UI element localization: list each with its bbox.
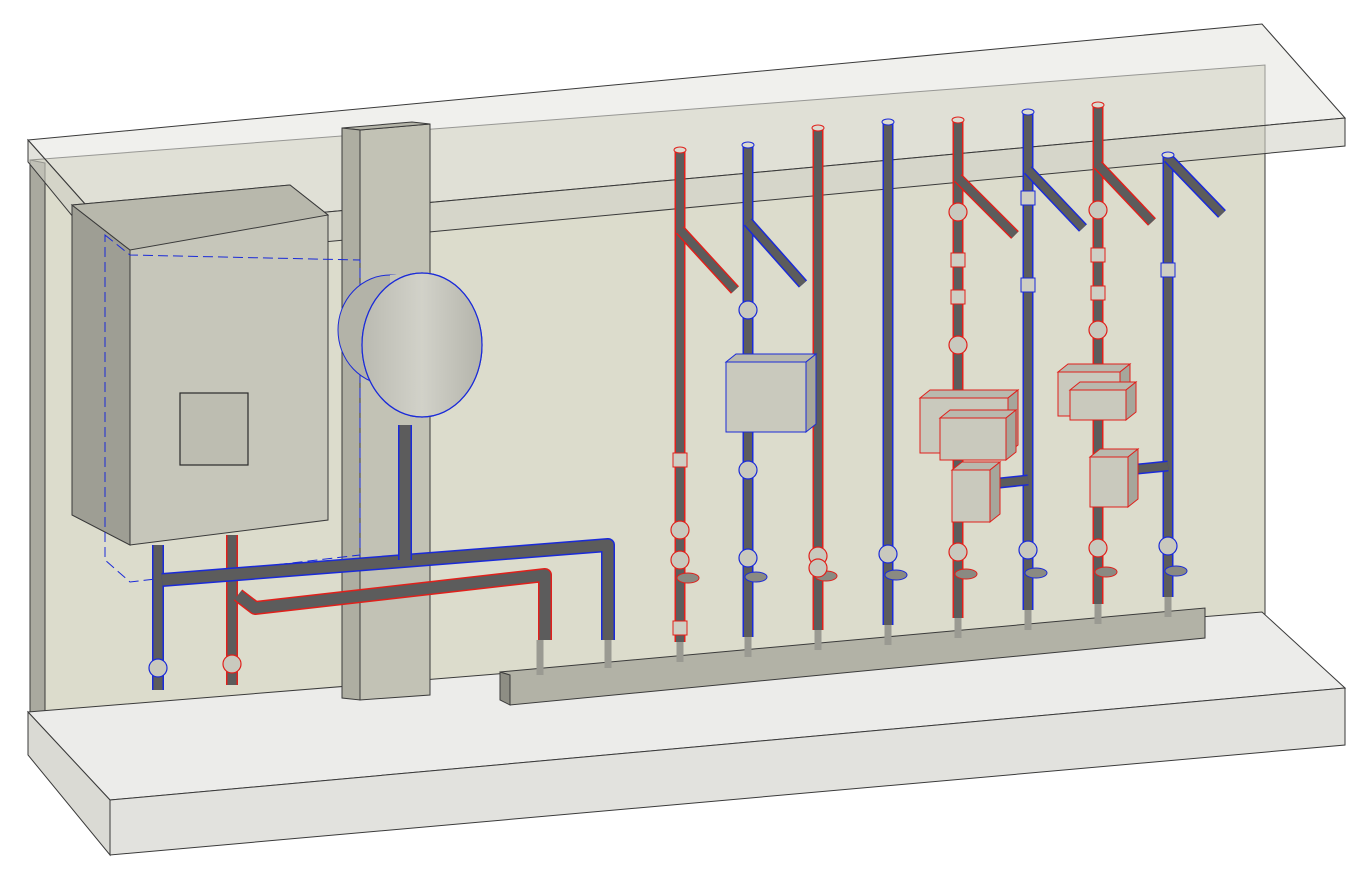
boiler-cabinet[interactable] xyxy=(70,184,361,583)
manifold-header xyxy=(499,607,1206,706)
riser-fitting-2 xyxy=(1088,320,1108,340)
pump-4-side xyxy=(1127,447,1139,509)
pump-4 xyxy=(1089,456,1129,508)
branch-0 xyxy=(677,227,738,293)
riser-fitting-6 xyxy=(738,300,758,320)
pump-1 xyxy=(725,361,807,433)
inline-valve-0 xyxy=(672,452,688,468)
branch-5 xyxy=(1165,155,1225,217)
riser-handle-r5 xyxy=(954,568,978,580)
inline-valve-3 xyxy=(950,289,966,305)
branch-2 xyxy=(955,175,1018,238)
pump-3-volute xyxy=(1069,389,1127,421)
pump-1-side xyxy=(805,352,817,434)
riser-cap-r5 xyxy=(951,116,965,124)
pump-2-motor-top xyxy=(918,389,1020,399)
pump-2-volute-top xyxy=(938,409,1018,419)
branch-3 xyxy=(1025,167,1086,231)
pump-1-top xyxy=(724,353,818,363)
riser-cap-r2 xyxy=(741,141,755,149)
inline-valve-4 xyxy=(1020,277,1036,293)
riser-ball-r2 xyxy=(738,548,758,568)
riser-fitting-3 xyxy=(948,202,968,222)
pipe-fittings xyxy=(148,101,1188,678)
riser-ball-r8 xyxy=(1158,536,1178,556)
riser-handle-r8 xyxy=(1164,565,1188,577)
inline-valve-8 xyxy=(1020,190,1036,206)
pump-2-volute-side xyxy=(1005,408,1017,462)
riser-cap-r3 xyxy=(811,124,825,132)
inline-valve-2 xyxy=(950,252,966,268)
branch-1 xyxy=(745,219,806,287)
riser-ball-r6 xyxy=(1018,540,1038,560)
riser-cap-r6 xyxy=(1021,108,1035,116)
boiler-display-panel xyxy=(179,392,249,466)
riser-ball-r5 xyxy=(948,542,968,562)
pump-2-volute xyxy=(939,417,1007,461)
boiler-return-valve xyxy=(148,658,168,678)
riser-ball-r4 xyxy=(878,544,898,564)
pump-3-motor-top xyxy=(1056,363,1132,373)
riser-cap-r8 xyxy=(1161,151,1175,159)
riser-handle-r1 xyxy=(676,572,700,584)
inline-valve-1 xyxy=(672,620,688,636)
return-loop-main xyxy=(161,539,614,640)
pump-2-base xyxy=(951,469,991,523)
riser-fitting-7 xyxy=(738,460,758,480)
riser-fitting-0 xyxy=(670,520,690,540)
inline-valve-7 xyxy=(1160,262,1176,278)
branch-4 xyxy=(1095,162,1155,225)
expansion-tank[interactable] xyxy=(337,272,483,418)
riser-ball-r7 xyxy=(1088,538,1108,558)
riser-cap-r1 xyxy=(673,146,687,154)
supply-loop-main xyxy=(234,569,551,640)
boiler-supply-valve xyxy=(222,654,242,674)
riser-fitting-4 xyxy=(1088,200,1108,220)
riser-fitting-1 xyxy=(948,335,968,355)
riser-ball-r1 xyxy=(670,550,690,570)
riser-cap-r7 xyxy=(1091,101,1105,109)
riser-handle-r6 xyxy=(1024,567,1048,579)
inline-valve-5 xyxy=(1090,247,1106,263)
riser-cap-r4 xyxy=(881,118,895,126)
inline-valve-6 xyxy=(1090,285,1106,301)
riser-handle-r2 xyxy=(744,571,768,583)
riser-fitting-5 xyxy=(808,558,828,578)
riser-handle-r4 xyxy=(884,569,908,581)
pump-2-base-side xyxy=(989,460,1001,524)
pump-3-volute-top xyxy=(1068,381,1138,391)
riser-handle-r7 xyxy=(1094,566,1118,578)
